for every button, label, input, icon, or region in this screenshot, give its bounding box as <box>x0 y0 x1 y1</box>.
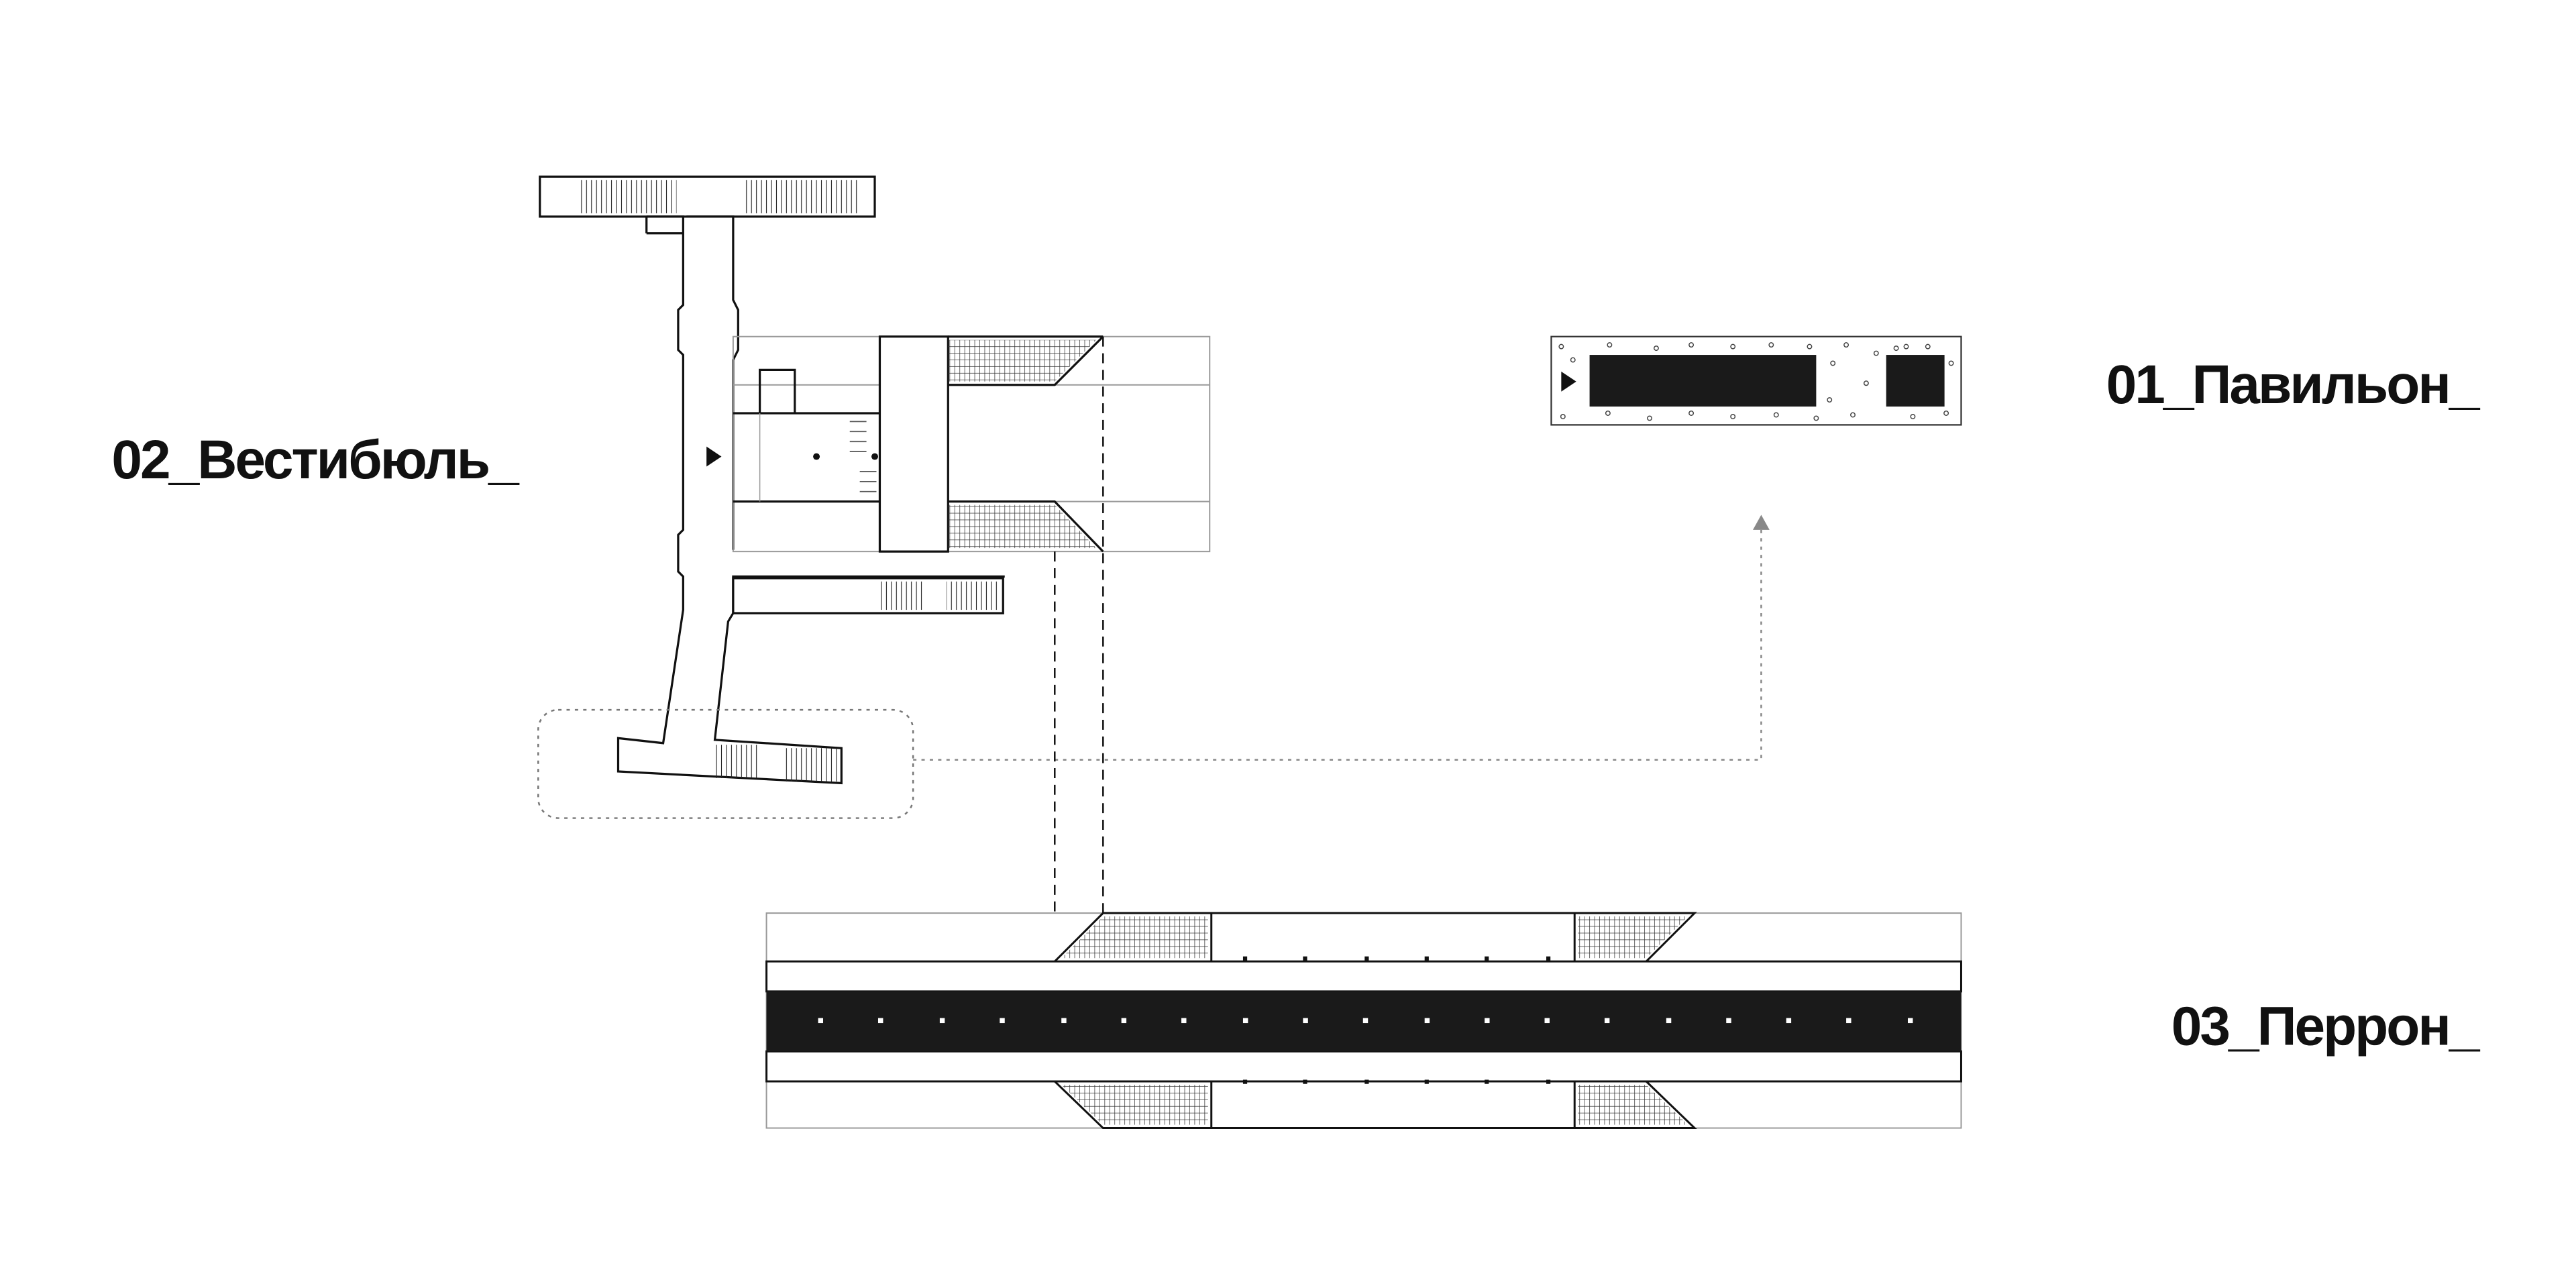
exit-highlight <box>537 708 914 819</box>
platform-column-ticks <box>1242 956 1551 1084</box>
vestibule-entrance-arrow <box>706 446 722 467</box>
pavilion-label: 01_Павильон_ <box>2106 354 2481 415</box>
pavilion-side-block <box>1886 355 1945 407</box>
vestibule-plan <box>537 175 1211 819</box>
pavilion-entrance-arrow <box>1561 371 1576 392</box>
connector-to-pavilion <box>913 515 1770 761</box>
projection-lines <box>1054 336 1104 1128</box>
platform-plan <box>765 912 1962 1130</box>
platform-label: 03_Перрон_ <box>2171 996 2481 1057</box>
tick-marks <box>849 421 877 492</box>
pavilion-columns <box>1558 342 1954 421</box>
pavilion-main-block <box>1589 355 1817 407</box>
vestibule-label: 02_Вестибюль_ <box>111 429 520 490</box>
track-markers <box>818 1018 1913 1024</box>
central-block <box>878 335 949 553</box>
pavilion-plan <box>1550 335 1962 426</box>
